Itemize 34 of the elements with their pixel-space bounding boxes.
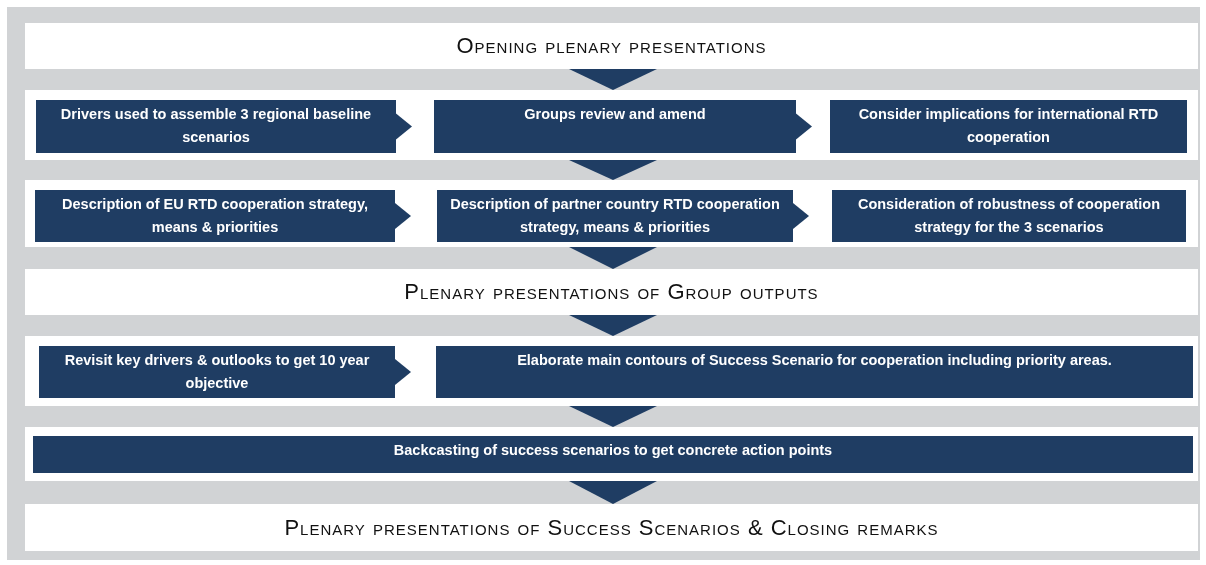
stage-band [25,269,1198,315]
step-box [436,346,1193,398]
stage-band [25,336,1198,406]
step-text: Elaborate main contours of Success Scenario for cooperation including priority areas. [517,351,1112,370]
step-text: Consideration of robustness of cooperation strategy for the 3 scenarios [856,195,1162,237]
step-text: Consider implications for international RTD cooperation [857,105,1160,147]
step-text: Description of EU RTD cooperation strategy, means & priorities [61,195,369,237]
stage-band [25,180,1198,247]
chevron-arrow [796,113,812,140]
step-box [830,100,1187,153]
chevron-arrow [395,359,411,385]
chevron-arrow [569,315,657,336]
chevron-arrow [569,481,657,504]
chevron-arrow [793,203,809,229]
chevron-arrow [396,113,412,140]
chevron-arrow [569,247,657,269]
chevron-arrow [569,69,657,90]
step-text: Backcasting of success scenarios to get concrete action points [393,441,833,460]
stage-band [25,427,1198,481]
step-text: Groups review and amend [524,105,706,124]
chevron-arrow [569,406,657,427]
step-text: Revisit key drivers & outlooks to get 10 year objective [63,351,371,393]
step-text: Drivers used to assemble 3 regional baseline scenarios [59,105,373,147]
chevron-arrow [569,160,657,180]
stage-band [25,504,1198,551]
chevron-arrow [395,203,411,229]
stage-heading: Plenary presentations of Group outputs [404,279,819,305]
stage-band [25,23,1198,69]
step-text: Description of partner country RTD cooperation strategy, means & priorities [449,195,781,237]
step-box [832,190,1186,242]
stage-heading: Plenary presentations of Success Scenarios & Closing remarks [284,514,939,541]
stage-heading: Opening plenary presentations [456,33,767,59]
step-box [33,436,1193,473]
stage-band [25,90,1198,160]
